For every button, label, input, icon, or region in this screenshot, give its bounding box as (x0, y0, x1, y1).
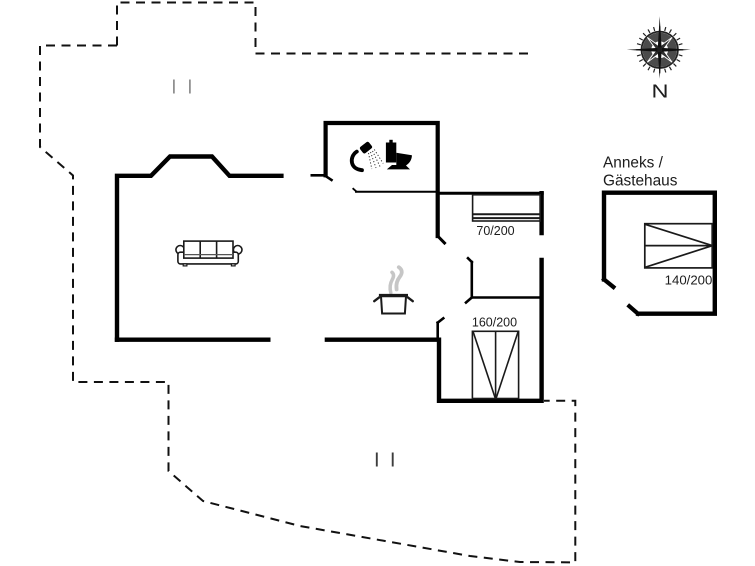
svg-text:140/200: 140/200 (665, 272, 713, 287)
svg-text:Anneks /: Anneks / (603, 154, 664, 171)
svg-text:N: N (652, 80, 669, 101)
svg-text:Gästehaus: Gästehaus (603, 173, 678, 190)
svg-text:70/200: 70/200 (476, 224, 514, 238)
svg-text:160/200: 160/200 (472, 316, 517, 330)
